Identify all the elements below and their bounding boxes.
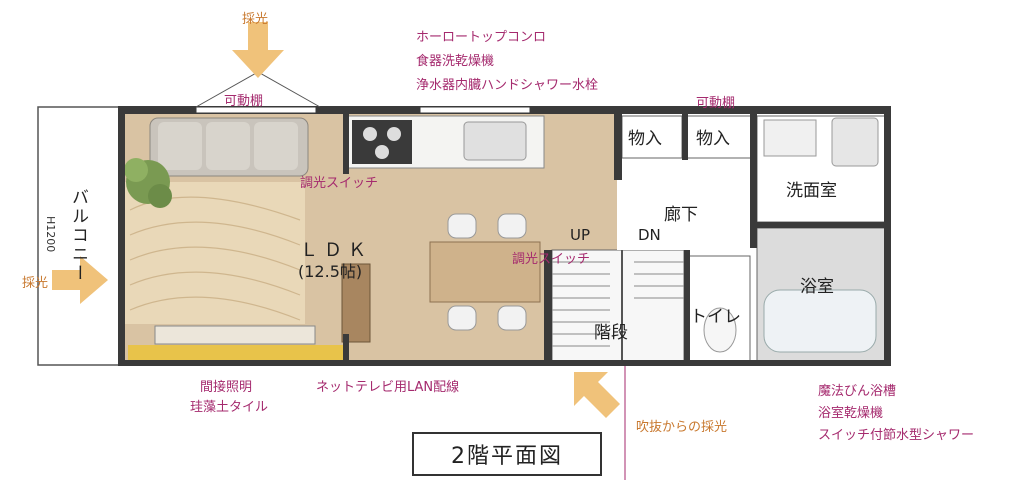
balcony-area — [37, 106, 123, 366]
diatom-tile-strip — [128, 345, 343, 363]
movable-shelf-label-left: 可動棚 — [224, 94, 264, 109]
dining-chairs — [447, 213, 527, 331]
light-label-top: 採光 — [242, 12, 269, 27]
net-tv-lan-label: ネットテレビ用LAN配線 — [316, 380, 460, 395]
rug-pattern — [129, 196, 301, 321]
light-arrow-left — [52, 256, 108, 304]
dining-table — [429, 241, 541, 303]
kitchen-label-2: 食器洗乾燥機 — [416, 54, 495, 69]
corridor-floor — [617, 160, 757, 250]
ldk-size-label: (12.5帖) — [298, 262, 363, 281]
kitchen-label-1: ホーロートップコンロ — [416, 30, 547, 45]
stairs-dn-label: DN — [638, 226, 661, 244]
bathroom-label: 浴室 — [800, 277, 834, 297]
storage2-box — [684, 115, 752, 159]
indirect-light-label: 間接照明 — [200, 380, 253, 395]
diatom-tile-label: 珪藻土タイル — [190, 400, 269, 415]
sink — [463, 121, 527, 161]
stairs-label: 階段 — [594, 323, 628, 343]
ldk-label: ＬＤＫ — [300, 240, 372, 261]
movable-shelf-label-right: 可動棚 — [696, 96, 736, 111]
washing-machine — [831, 117, 879, 167]
plan-title: 2階平面図 — [412, 432, 602, 476]
bathtub — [763, 289, 877, 353]
plant — [124, 158, 172, 208]
wash-basin — [763, 119, 817, 157]
sofa — [149, 117, 309, 177]
light-arrow-stairwell — [574, 372, 620, 418]
side-cabinet — [341, 263, 371, 343]
balcony-label: バルコニー — [68, 188, 88, 283]
dimmer-switch-label-2: 調光スイッチ — [512, 252, 591, 267]
stairs-area — [551, 249, 685, 365]
windows — [195, 106, 531, 114]
light-arrow-top — [232, 22, 284, 78]
stairs-up-label: UP — [570, 226, 591, 244]
bath-label-1: 魔法びん浴槽 — [818, 384, 897, 399]
storage2-label: 物入 — [696, 129, 730, 149]
stairwell-light-label: 吹抜からの採光 — [636, 420, 728, 435]
tv-board — [154, 325, 316, 345]
storage1-box — [621, 115, 683, 159]
kitchen-label-3: 浄水器内臓ハンドシャワー水栓 — [416, 78, 599, 93]
dimmer-switch-label-1: 調光スイッチ — [300, 176, 379, 191]
balcony-height-label: H1200 — [44, 216, 57, 253]
storage1-label: 物入 — [628, 129, 662, 149]
light-label-left: 採光 — [22, 276, 49, 291]
washroom-label: 洗面室 — [786, 181, 837, 201]
toilet-bowl — [703, 307, 737, 353]
light-arrows — [52, 22, 620, 418]
bath-label-3: スイッチ付節水型シャワー — [818, 428, 975, 443]
burners — [363, 127, 401, 159]
bath-label-2: 浴室乾燥機 — [818, 406, 884, 421]
corridor-label: 廊下 — [664, 205, 698, 225]
toilet-label: トイレ — [690, 307, 741, 327]
